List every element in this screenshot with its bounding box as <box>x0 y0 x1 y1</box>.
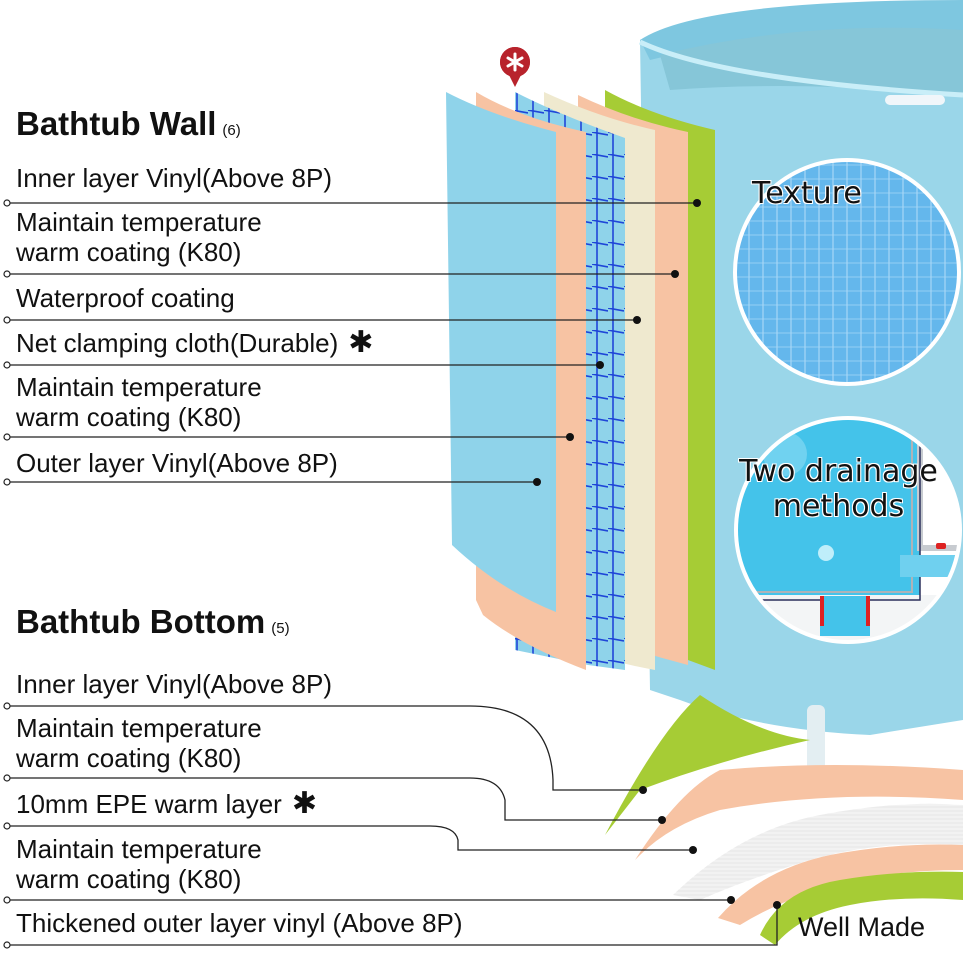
asterisk-map-pin-icon <box>500 47 530 87</box>
texture-callout-circle <box>733 158 961 386</box>
drainage-title-line-2: methods <box>772 489 905 524</box>
bottom-layer-peach-inner <box>635 765 963 860</box>
bottom-layer-green-inner <box>605 695 810 835</box>
bottom-layer-count: (5) <box>271 620 290 637</box>
label-line-2: warm coating (K80) <box>16 743 242 773</box>
bottom-leader-endpoints <box>3 702 11 949</box>
bottom-layer-label: Thickened outer layer vinyl (Above 8P) <box>16 908 463 938</box>
label-line-1: Maintain temperature <box>16 207 262 237</box>
well-made-caption: Well Made <box>798 912 926 942</box>
label-line-1: Maintain temperature <box>16 834 262 864</box>
label-text: Inner layer Vinyl(Above 8P) <box>16 163 333 193</box>
label-text: Outer layer Vinyl(Above 8P) <box>16 448 338 478</box>
label-line-1: Maintain temperature <box>16 372 262 402</box>
label-text: Waterproof coating <box>16 283 235 313</box>
bottom-layer-epe <box>673 803 963 900</box>
wall-layer-label: Waterproof coating <box>16 283 235 313</box>
bottom-leader-lines <box>9 705 778 946</box>
label-text: Thickened outer layer vinyl (Above 8P) <box>16 908 463 938</box>
asterisk-icon: ✱ <box>348 326 374 359</box>
drain-spout <box>807 705 825 775</box>
bottom-heading: Bathtub Bottom (5) <box>16 603 290 641</box>
drainage-title: Two drainage methods <box>736 454 941 524</box>
label-line-2: warm coating (K80) <box>16 237 242 267</box>
wall-leader-endpoints <box>3 199 11 486</box>
label-line-2: warm coating (K80) <box>16 864 242 894</box>
bottom-layer-peach-outer <box>718 844 963 925</box>
wall-layers <box>446 90 715 670</box>
wall-layer-label: Net clamping cloth(Durable) ✱ <box>16 326 374 359</box>
label-text: Inner layer Vinyl(Above 8P) <box>16 669 333 699</box>
texture-title: Texture <box>752 176 862 211</box>
label-line-1: Maintain temperature <box>16 713 262 743</box>
label-text: 10mm EPE warm layer <box>16 789 282 819</box>
bottom-layer-label: Inner layer Vinyl(Above 8P) <box>16 669 332 699</box>
label-text: Net clamping cloth(Durable) <box>16 328 339 358</box>
wall-leader-dots <box>533 199 701 486</box>
drainage-title-line-1: Two drainage <box>739 454 938 489</box>
label-line-2: warm coating (K80) <box>16 402 242 432</box>
bottom-layer-label: 10mm EPE warm layer ✱ <box>16 787 317 820</box>
wall-layer-vinyl-outer <box>446 92 556 612</box>
bottom-layer-green-outer <box>760 871 963 945</box>
bottom-title: Bathtub Bottom <box>16 603 266 640</box>
bottom-layers <box>605 695 963 945</box>
wall-layer-count: (6) <box>222 122 241 139</box>
bottom-leader-dots <box>639 786 781 909</box>
wall-layer-label: Inner layer Vinyl(Above 8P) <box>16 163 332 193</box>
wall-leader-lines <box>9 202 697 483</box>
asterisk-icon: ✱ <box>291 787 317 820</box>
wall-heading: Bathtub Wall (6) <box>16 105 241 143</box>
wall-title: Bathtub Wall <box>16 105 217 142</box>
wall-layer-label: Outer layer Vinyl(Above 8P) <box>16 448 338 478</box>
